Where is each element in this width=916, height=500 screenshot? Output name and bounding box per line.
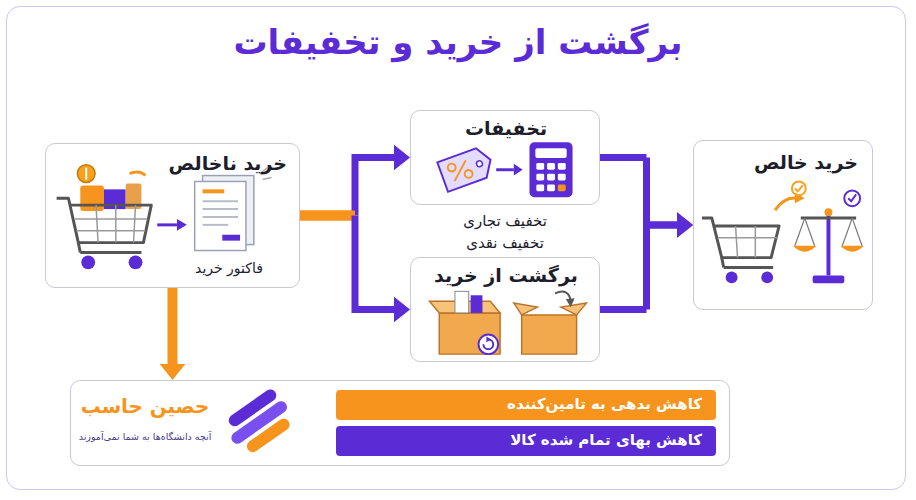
arrow-head: [677, 212, 693, 238]
sub-label: تخفیف نقدی: [410, 234, 600, 252]
connector-line: [600, 306, 647, 313]
box-text: فاکتور خرید: [174, 260, 284, 278]
box-heading: خرید خالص: [754, 151, 858, 175]
connector-line: [600, 154, 647, 161]
process-box: تخفیفات: [410, 110, 600, 205]
connector: [300, 145, 410, 216]
process-box: خرید ناخالص فاکتور خرید: [45, 143, 300, 288]
connector-line: [300, 211, 355, 221]
process-box: خرید خالص: [693, 140, 873, 310]
sub-label: تخفیف تجاری: [410, 212, 600, 230]
box-heading: کاهش بدهی به تامین‌کننده: [507, 395, 702, 414]
connector-line: [647, 225, 679, 310]
connector-line: [355, 158, 395, 216]
arrow-head: [160, 364, 186, 380]
connector-line: [647, 158, 679, 226]
box-heading: خرید ناخالص: [169, 152, 287, 176]
connector-line: [168, 288, 178, 365]
box-heading: تخفیفات: [411, 117, 601, 141]
connector: [600, 212, 693, 309]
connector-line: [355, 216, 395, 310]
diagram-title: برگشت از خرید و تخفیفات: [0, 22, 916, 62]
arrow-head: [394, 145, 410, 171]
result-band: کاهش بدهی به تامین‌کننده: [336, 390, 716, 420]
arrow-head: [677, 212, 693, 238]
box-heading: حصین حاسب: [75, 395, 215, 420]
connector: [300, 216, 410, 323]
box-heading: کاهش بهای تمام شده کالا: [510, 431, 702, 450]
box-heading: برگشت از خرید: [411, 264, 601, 288]
summary-panel: حصین حاسب آنچه دانشگاه‌ها به شما نمی‌آموز…: [70, 380, 730, 466]
connector: [160, 288, 186, 380]
box-text: آنچه دانشگاه‌ها به شما نمی‌آموزند: [75, 431, 215, 443]
result-band: کاهش بهای تمام شده کالا: [336, 426, 716, 456]
arrow-head: [394, 297, 410, 323]
connector-line: [300, 211, 355, 221]
process-box: برگشت از خرید: [410, 257, 600, 362]
